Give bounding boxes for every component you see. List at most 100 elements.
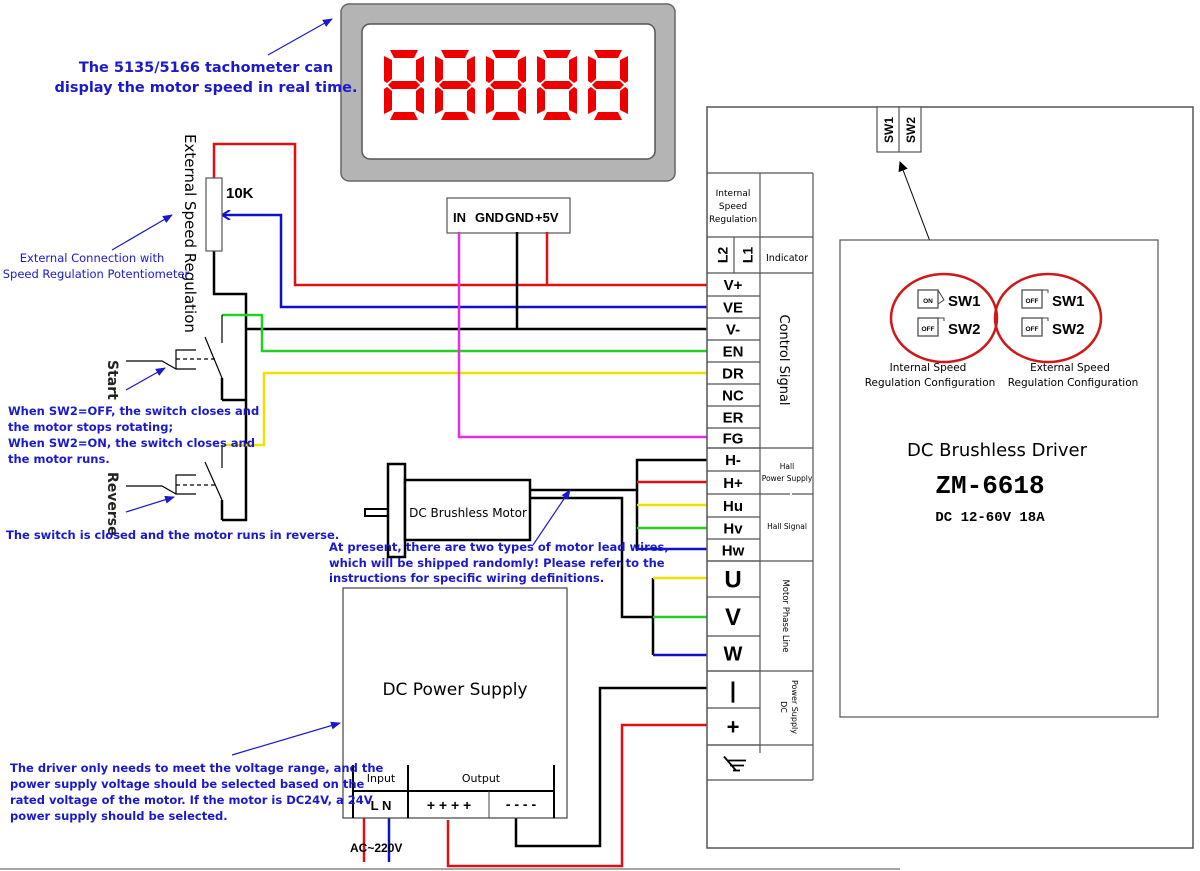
output-plus-terminals: + + + +	[427, 797, 471, 813]
start-label: Start	[104, 360, 120, 400]
tachometer-annotation-line2: display the motor speed in real time.	[54, 80, 357, 96]
power-note-line3: rated voltage of the motor. If the motor…	[10, 793, 373, 807]
digit-5-segment-c	[620, 87, 628, 114]
terminal-w[interactable]: W	[724, 644, 743, 666]
power-note-line1: The driver only needs to meet the voltag…	[10, 761, 384, 775]
config-1-sw2-label: SW2	[948, 321, 981, 338]
terminal-nc[interactable]: NC	[722, 387, 744, 404]
power-supply-title: DC Power Supply	[382, 680, 527, 700]
motor-note-line2: which will be shipped randomly! Please r…	[329, 556, 665, 570]
digit-3-segment-g	[490, 81, 522, 89]
internal-config-title-2: Regulation Configuration	[865, 377, 996, 389]
start-note-line3: When SW2=ON, the switch closes and	[8, 436, 255, 450]
reverse-switch[interactable]	[126, 445, 224, 520]
terminal-hminus[interactable]: H-	[725, 452, 741, 469]
digit-1-segment-a	[390, 50, 418, 58]
digit-2-segment-a	[441, 50, 469, 58]
terminal-dr[interactable]: DR	[722, 365, 744, 382]
terminal-hw[interactable]: Hw	[722, 542, 745, 559]
config-2-sw2-state: OFF	[1026, 326, 1039, 333]
terminal-vplus[interactable]: V+	[724, 277, 743, 294]
terminal-en[interactable]: EN	[723, 343, 744, 360]
start-switch[interactable]	[126, 315, 224, 400]
terminal-fg[interactable]: FG	[723, 430, 744, 447]
terminal-hv[interactable]: Hv	[723, 520, 743, 537]
tachometer	[340, 3, 676, 182]
digit-1-segment-e	[384, 87, 392, 114]
driver-title: DC Brushless Driver	[907, 440, 1088, 461]
wire-h-minus	[635, 458, 707, 549]
reverse-note: The switch is closed and the motor runs …	[6, 528, 339, 542]
wire-fg	[457, 232, 707, 439]
potentiometer-annotation-line2: Speed Regulation Potentiometer	[3, 267, 190, 281]
external-config-title-2: Regulation Configuration	[1008, 377, 1139, 389]
terminal-plus[interactable]: +	[727, 714, 740, 739]
digit-2-segment-d	[441, 112, 469, 120]
start-note-line4: the motor runs.	[8, 452, 110, 466]
wire-ve	[224, 215, 707, 309]
potentiometer-annotation-arrow	[111, 214, 173, 251]
terminal-earth-icon[interactable]	[723, 755, 746, 772]
terminal-minus[interactable]: |	[730, 677, 736, 702]
wire-dr	[222, 371, 707, 447]
terminal-hu[interactable]: Hu	[723, 498, 743, 515]
digit-4-segment-g	[541, 81, 573, 89]
external-config-title-1: External Speed	[1030, 362, 1110, 374]
digit-2-segment-f	[435, 56, 443, 83]
config-2-sw1-switch-icon	[1021, 289, 1043, 309]
dc-power-supply: DC Power Supply Input Output L N + + + +…	[342, 587, 568, 819]
terminal-hplus[interactable]: H+	[723, 475, 743, 492]
digit-3-segment-a	[492, 50, 520, 58]
potentiometer[interactable]	[205, 177, 223, 252]
driver-box: SW1 SW2 Internal Speed Regulation L2 L1 …	[706, 106, 1194, 849]
internal-config-title-1: Internal Speed	[890, 362, 967, 374]
digit-4-segment-e	[537, 87, 545, 114]
external-speed-regulation-label: External Speed Regulation	[181, 134, 199, 333]
dip-sw2: SW2	[904, 117, 918, 143]
power-note-line2: power supply voltage should be selected …	[10, 777, 365, 791]
digit-1-segment-f	[384, 56, 392, 83]
wires	[212, 142, 707, 868]
config-1-sw1-state: ON	[923, 298, 933, 305]
tacho-terminal-5v: +5V	[535, 210, 559, 225]
reverse-annotation-arrow	[125, 495, 175, 513]
config-1-sw1-switch-icon	[917, 289, 939, 309]
motor-label: DC Brushless Motor	[409, 506, 527, 520]
digit-5-segment-d	[594, 112, 622, 120]
output-label: Output	[462, 772, 501, 785]
tachometer-annotation-arrow	[267, 18, 333, 56]
terminal-u[interactable]: U	[724, 567, 741, 594]
digit-4-segment-c	[569, 87, 577, 114]
potentiometer-value: 10K	[226, 185, 254, 202]
digit-3-segment-c	[518, 87, 526, 114]
digit-5-segment-g	[592, 81, 624, 89]
terminal-vminus[interactable]: V-	[726, 321, 740, 338]
hall-power-label-1: Hall	[780, 462, 794, 471]
external-config-circle	[993, 272, 1103, 364]
internal-speed-label-3: Regulation	[709, 215, 757, 225]
digit-5-segment-f	[588, 56, 596, 83]
digit-4-segment-d	[543, 112, 571, 120]
digit-2-segment-e	[435, 87, 443, 114]
terminal-er[interactable]: ER	[723, 409, 744, 426]
hall-signal-label: Hall Signal	[767, 522, 807, 531]
terminal-ve[interactable]: VE	[723, 299, 743, 316]
indicator-l2: L2	[715, 247, 731, 264]
digit-3-segment-e	[486, 87, 494, 114]
digit-5-segment-b	[620, 56, 628, 83]
config-2-sw2-switch-icon	[1021, 317, 1043, 337]
config-2-sw1-label: SW1	[1052, 293, 1085, 310]
wire-dc-plus	[446, 723, 707, 868]
digit-4-segment-a	[543, 50, 571, 58]
input-terminals: L N	[371, 798, 392, 813]
ac-input-label: AC~220V	[350, 841, 402, 855]
start-note-line2: the motor stops rotating;	[8, 420, 173, 434]
digit-5-segment-a	[594, 50, 622, 58]
terminal-v[interactable]: V	[725, 604, 741, 631]
config-2-sw2-label: SW2	[1052, 321, 1085, 338]
dip-sw1: SW1	[882, 117, 896, 143]
digit-2-segment-c	[467, 87, 475, 114]
digit-3-segment-f	[486, 56, 494, 83]
start-annotation-arrow	[125, 367, 166, 391]
digit-5-segment-e	[588, 87, 596, 114]
